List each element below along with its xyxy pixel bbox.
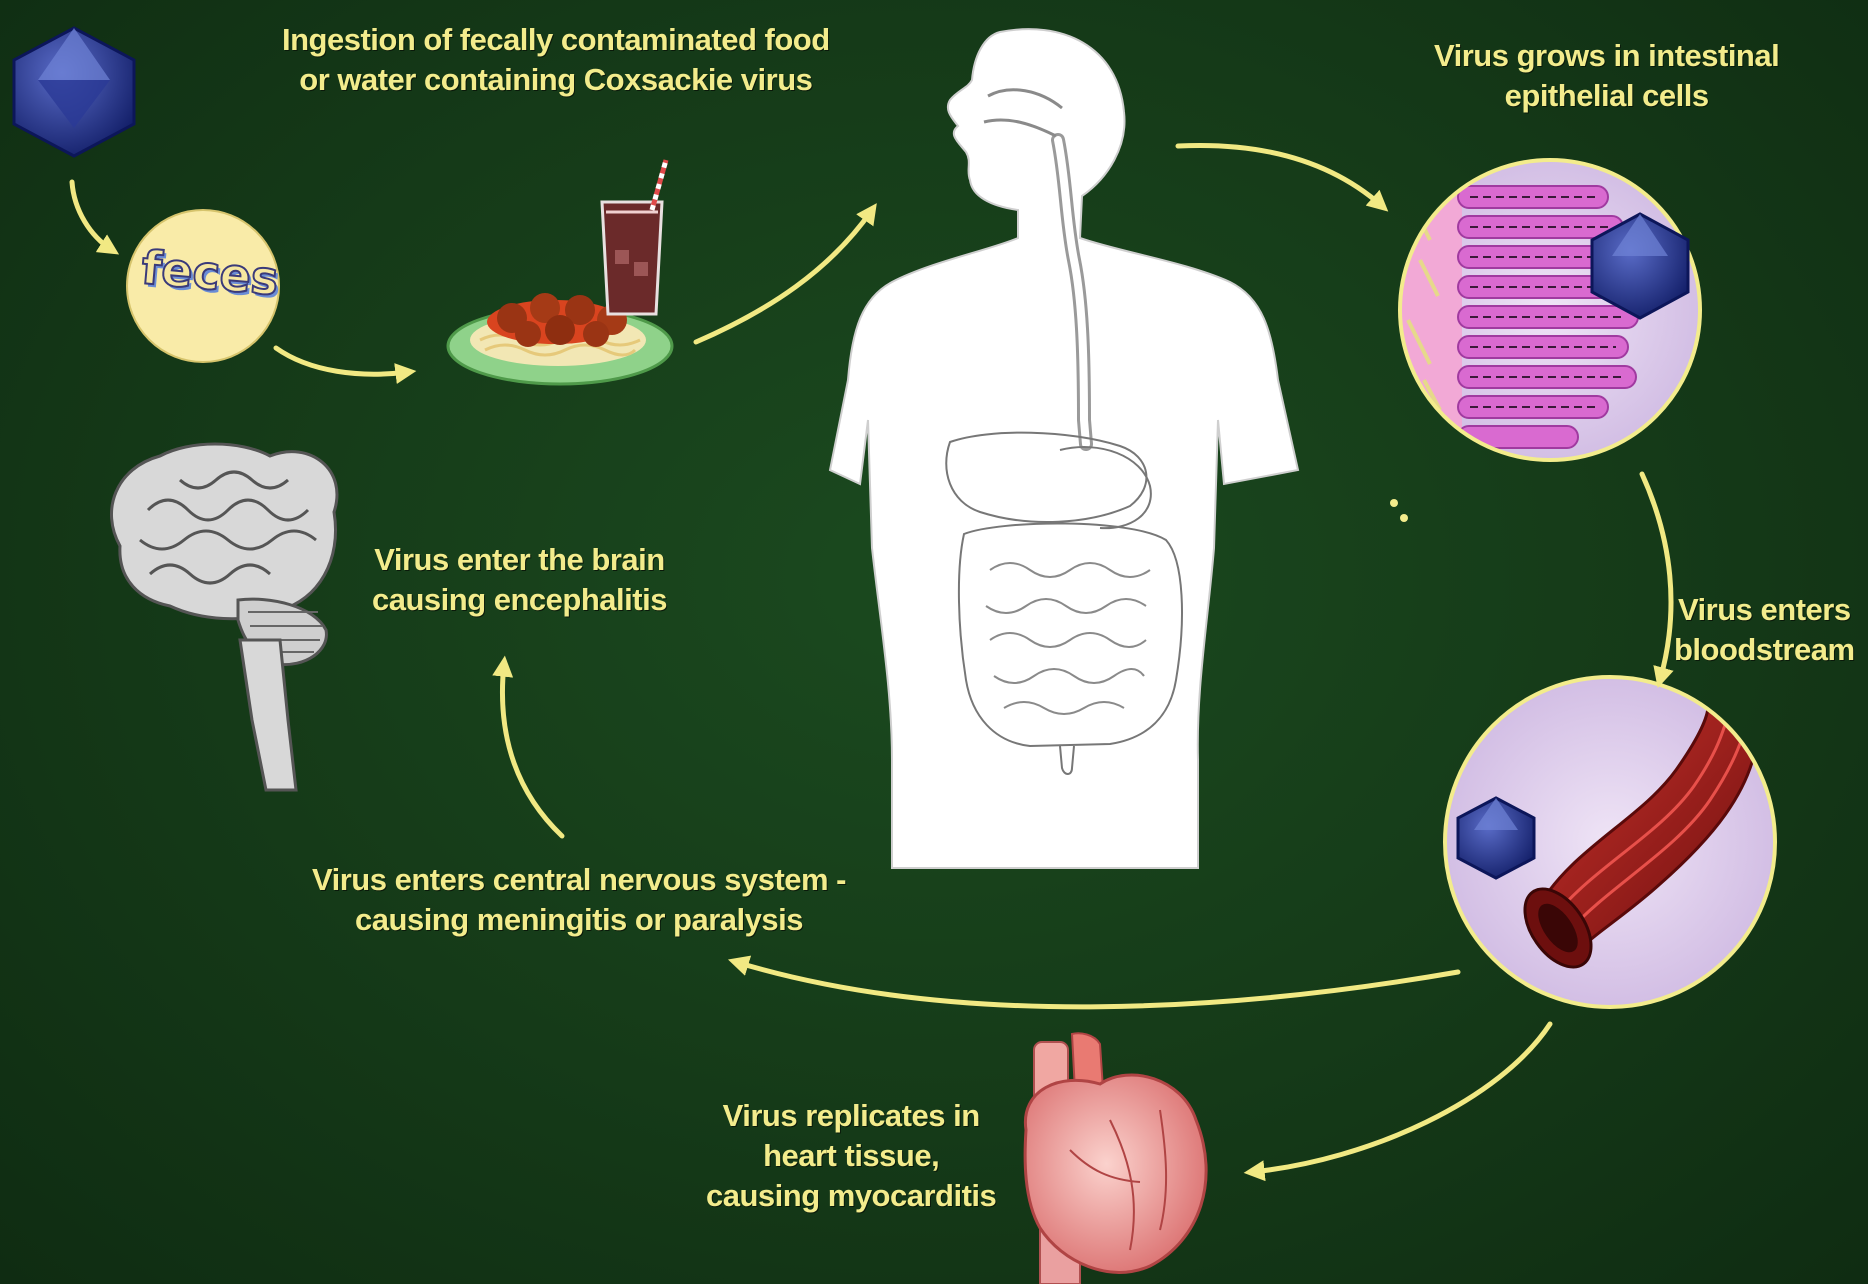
arrow-body-to-intestine xyxy=(1178,145,1382,206)
arrow-blood-to-cns xyxy=(736,962,1458,1007)
virus-icon xyxy=(14,28,134,156)
arrow-blood-to-heart xyxy=(1252,1024,1550,1172)
intestinal-cells-icon xyxy=(1400,160,1700,460)
label-myocarditis: Virus replicates in heart tissue, causin… xyxy=(706,1096,996,1216)
human-body-icon xyxy=(830,29,1298,868)
label-cns: Virus enters central nervous system - ca… xyxy=(312,860,846,940)
label-ingestion: Ingestion of fecally contaminated food o… xyxy=(282,20,830,100)
arrow-cns-to-brain xyxy=(502,664,562,836)
label-bloodstream: Virus enters bloodstream xyxy=(1674,590,1855,670)
label-intestinal-growth: Virus grows in intestinal epithelial cel… xyxy=(1434,36,1779,116)
arrow-feces-to-food xyxy=(276,348,408,374)
heart-icon xyxy=(1025,1033,1206,1284)
arrow-intestine-to-blood xyxy=(1642,474,1671,680)
food-icon xyxy=(448,160,672,384)
blood-vessel-icon xyxy=(1445,677,1775,1007)
arrow-food-to-body xyxy=(696,210,872,342)
arrow-virus-to-feces xyxy=(72,182,112,250)
label-encephalitis: Virus enter the brain causing encephalit… xyxy=(372,540,667,620)
brain-icon xyxy=(111,444,336,790)
